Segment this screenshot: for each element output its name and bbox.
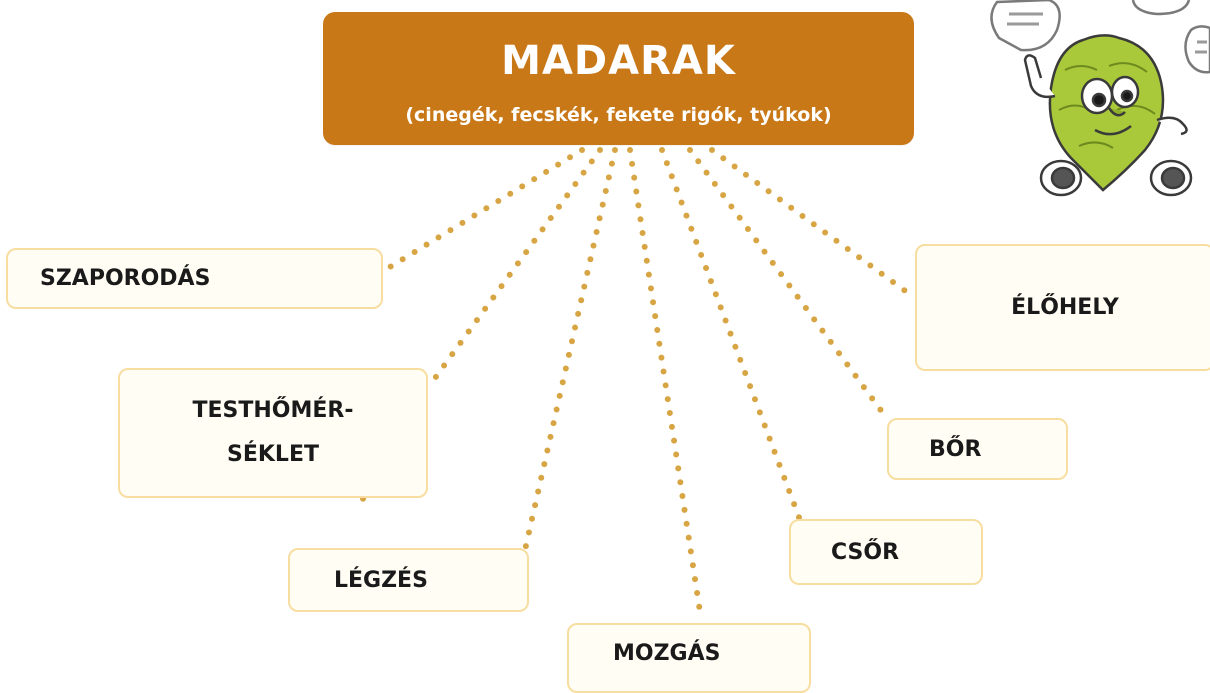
node-legzes-label: LÉGZÉS xyxy=(334,567,428,593)
node-bor: BŐR xyxy=(887,418,1068,480)
connector-bor xyxy=(687,147,891,423)
speech-bubble-icon xyxy=(990,0,1210,74)
node-elohely-label: ÉLŐHELY xyxy=(1011,295,1119,320)
node-csor: CSŐR xyxy=(789,519,983,585)
concept-map: MADARAK (cinegék, fecskék, fekete rigók,… xyxy=(6,0,1210,693)
node-elohely: ÉLŐHELY xyxy=(915,244,1210,371)
connector-elohely xyxy=(709,147,918,301)
node-szaporodas-label: SZAPORODÁS xyxy=(40,266,211,291)
connector-csor xyxy=(659,147,803,523)
node-bor-label: BŐR xyxy=(929,436,982,462)
connector-testhomerseklet xyxy=(427,147,603,388)
node-mozgas: MOZGÁS xyxy=(567,623,811,693)
node-mozgas-label: MOZGÁS xyxy=(613,641,721,666)
node-testhomerseklet-label-line2: SÉKLET xyxy=(227,442,319,467)
central-topic-box: MADARAK (cinegék, fecskék, fekete rigók,… xyxy=(323,12,914,145)
hop-cone-mascot-icon xyxy=(990,0,1210,197)
node-legzes: LÉGZÉS xyxy=(288,548,529,612)
central-topic-subtitle: (cinegék, fecskék, fekete rigók, tyúkok) xyxy=(405,104,832,126)
node-testhomerseklet: TESTHŐMÉR- SÉKLET xyxy=(118,368,428,498)
connector-lines xyxy=(359,147,918,615)
connector-mozgas xyxy=(627,147,703,615)
node-szaporodas: SZAPORODÁS xyxy=(6,248,383,309)
connector-legzes xyxy=(522,147,618,553)
node-testhomerseklet-label-line1: TESTHŐMÉR- xyxy=(192,398,354,423)
connector-szaporodas xyxy=(382,147,585,273)
node-csor-label: CSŐR xyxy=(831,539,900,565)
central-topic-title: MADARAK xyxy=(501,38,736,84)
mascot-body xyxy=(1023,34,1193,197)
